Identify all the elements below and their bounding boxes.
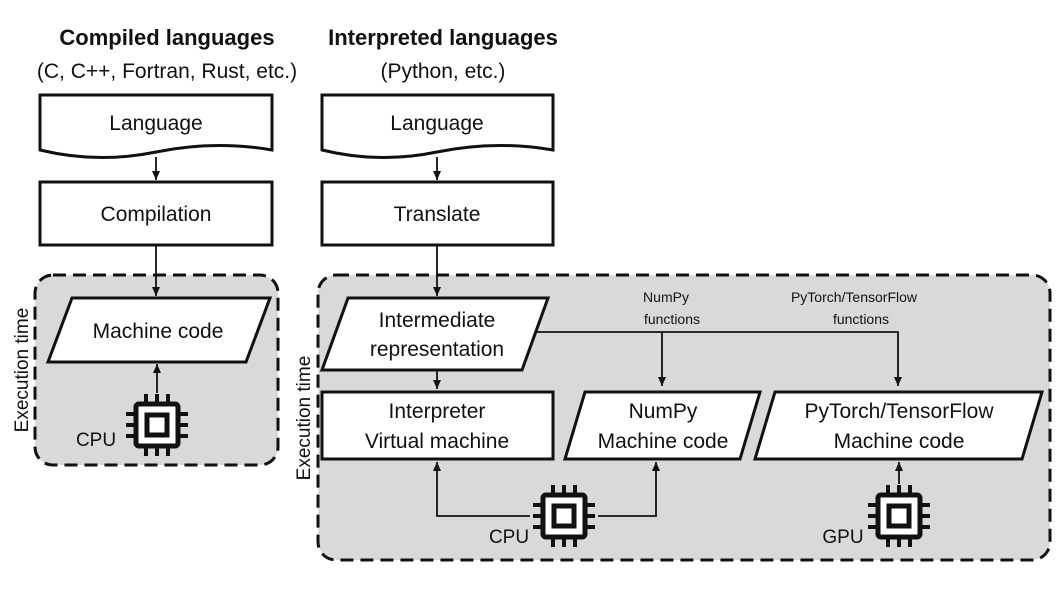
- interpreter-box: [320, 390, 555, 461]
- compiled-execution-time-label: Execution time: [12, 308, 33, 433]
- interpreted-translate-label: Translate: [394, 203, 481, 226]
- chip-icon: [533, 485, 595, 547]
- numpy-mc-label-line2: Machine code: [598, 430, 729, 453]
- torch-functions-line2: functions: [833, 311, 889, 327]
- ir-label-line2: representation: [370, 338, 504, 361]
- compiled-machine-code-box: [45, 296, 273, 364]
- numpy-functions-line1: NumPy: [643, 289, 689, 305]
- numpy-machine-code-box: [562, 390, 763, 461]
- interpreted-subtitle: (Python, etc.): [381, 60, 506, 83]
- compiled-cpu-label: CPU: [76, 430, 116, 451]
- cpu-to-numpy-line: [598, 462, 660, 517]
- torch-mc-label-line1: PyTorch/TensorFlow: [804, 400, 994, 423]
- numpy-functions-line2: functions: [644, 311, 700, 327]
- chip-icon: [868, 485, 930, 547]
- interpreted-language-box: [320, 93, 555, 160]
- compiled-machine-code-label: Machine code: [93, 320, 224, 343]
- compiled-compilation-label: Compilation: [101, 203, 212, 226]
- torch-branch-line: [662, 331, 902, 386]
- chip-icon: [126, 394, 188, 456]
- interpreter-label-line2: Virtual machine: [365, 430, 509, 453]
- torch-machine-code-box: [752, 390, 1045, 461]
- interpreted-language-label: Language: [390, 112, 483, 135]
- interpreted-translate-box: [320, 180, 555, 247]
- compiled-language-label: Language: [109, 112, 202, 135]
- interpreter-label-line1: Interpreter: [389, 400, 486, 423]
- ir-box: [319, 296, 551, 372]
- compiled-language-box: [38, 93, 274, 160]
- compiled-title: Compiled languages: [59, 25, 274, 50]
- interpreted-cpu-label: CPU: [489, 527, 529, 548]
- gpu-label: GPU: [822, 527, 863, 548]
- numpy-mc-label-line1: NumPy: [629, 400, 698, 423]
- torch-mc-label-line2: Machine code: [834, 430, 965, 453]
- ir-label-line1: Intermediate: [379, 309, 496, 332]
- interpreted-title: Interpreted languages: [328, 25, 558, 50]
- interpreted-execution-time-label: Execution time: [294, 356, 315, 481]
- torch-functions-line1: PyTorch/TensorFlow: [791, 289, 918, 305]
- compiled-subtitle: (C, C++, Fortran, Rust, etc.): [37, 60, 297, 83]
- cpu-to-interpreter-line: [433, 462, 530, 517]
